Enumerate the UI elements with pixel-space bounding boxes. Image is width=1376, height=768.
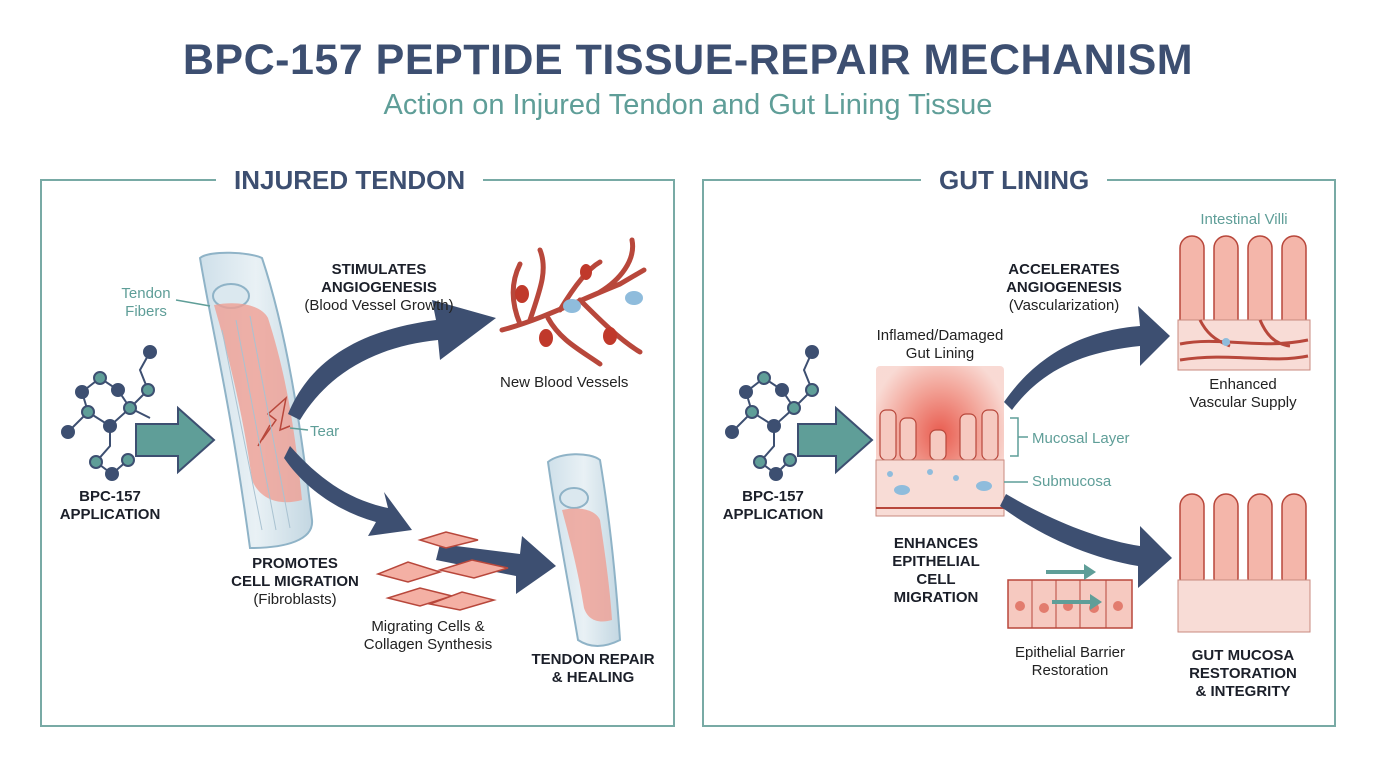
application-arrow-icon-gut [797, 405, 874, 475]
angiogenesis-arrow-icon [288, 300, 496, 420]
new-blood-vessels-icon [499, 237, 647, 367]
gut-lining-heading: GUT LINING [921, 165, 1108, 196]
intestinal-villi-label: Intestinal Villi [1200, 211, 1288, 228]
application-arrow-icon [135, 405, 216, 475]
cell-migration-label: PROMOTES CELL MIGRATION (Fibroblasts) [231, 555, 359, 608]
angiogenesis-label-right: ACCELERATES ANGIOGENESIS (Vascularizatio… [1006, 261, 1122, 314]
gut-mucosa-restoration-label: GUT MUCOSA RESTORATION & INTEGRITY [1189, 647, 1297, 700]
injured-tendon-illustration [175, 251, 314, 550]
mucosal-layer-label: Mucosal Layer [1032, 430, 1130, 447]
injured-tendon-heading: INJURED TENDON [216, 165, 484, 196]
peptide-molecule-icon [61, 345, 157, 481]
intestinal-villi-illustration [1177, 235, 1311, 371]
inflamed-gut-tissue-illustration [875, 366, 1028, 517]
migration-arrow-icon [284, 446, 412, 536]
epithelial-migration-label: ENHANCES EPITHELIAL CELL MIGRATION [892, 535, 980, 606]
peptide-molecule-icon-gut [725, 345, 819, 481]
vascularization-arrow-icon [1004, 306, 1170, 410]
page-title: BPC-157 PEPTIDE TISSUE-REPAIR MECHANISM [182, 36, 1194, 84]
page-subtitle: Action on Injured Tendon and Gut Lining … [383, 89, 993, 121]
injured-tendon-panel: INJURED TENDON [40, 165, 675, 727]
restoration-arrow-icon [1000, 494, 1172, 588]
tendon-repair-label: TENDON REPAIR& HEALING [531, 651, 655, 686]
blood-cells-icon [515, 264, 643, 347]
healed-tendon-illustration [546, 453, 622, 647]
migrating-cells-label: Migrating Cells &Collagen Synthesis [363, 618, 493, 653]
submucosa-label: Submucosa [1032, 473, 1112, 490]
new-blood-vessels-label: New Blood Vessels [500, 374, 629, 391]
epithelial-cells-illustration [1007, 564, 1133, 629]
fibroblast-cells-icon [375, 531, 509, 611]
gut-lining-panel: GUT LINING [702, 165, 1336, 727]
tear-label: Tear [310, 423, 340, 440]
restored-mucosa-illustration [1177, 493, 1311, 633]
angiogenesis-label-left: STIMULATES ANGIOGENESIS (Blood Vessel Gr… [304, 261, 454, 314]
